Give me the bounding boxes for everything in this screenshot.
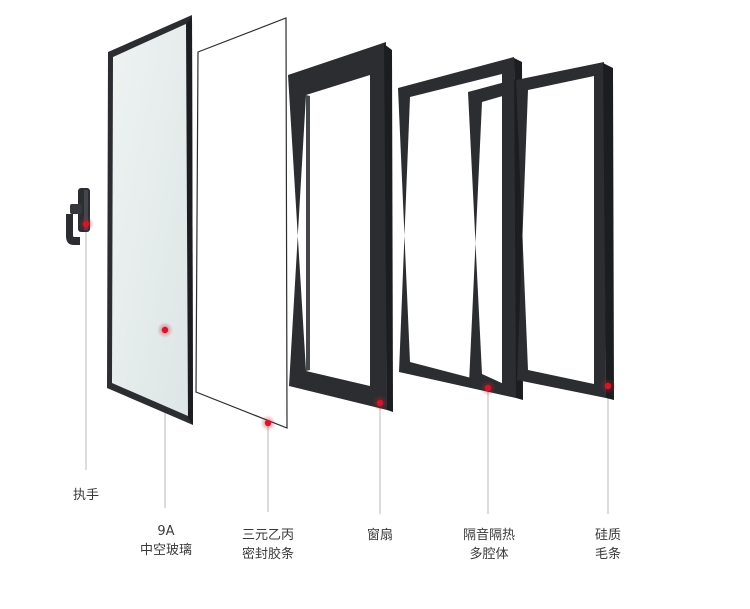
label-weather: 硅质 毛条 xyxy=(594,528,622,562)
marker-cavity xyxy=(480,380,496,396)
marker-gasket xyxy=(260,415,276,431)
marker-sash xyxy=(372,395,388,411)
weather-strip-frame xyxy=(516,62,614,400)
label-gasket: 三元乙丙 密封胶条 xyxy=(241,528,295,562)
label-handle: 执手 xyxy=(72,488,100,503)
label-glass: 9A 中空玻璃 xyxy=(139,524,193,558)
label-sash: 窗扇 xyxy=(366,528,394,543)
label-cavity: 隔音隔热 多腔体 xyxy=(462,528,516,562)
insulated-glass-pane xyxy=(107,15,193,425)
sash-frame xyxy=(288,42,393,412)
marker-weather xyxy=(600,378,616,394)
marker-handle xyxy=(78,216,94,232)
multi-cavity-frame xyxy=(398,57,523,400)
gasket-sheet xyxy=(195,17,288,429)
marker-glass xyxy=(157,322,173,338)
markers xyxy=(78,216,616,431)
